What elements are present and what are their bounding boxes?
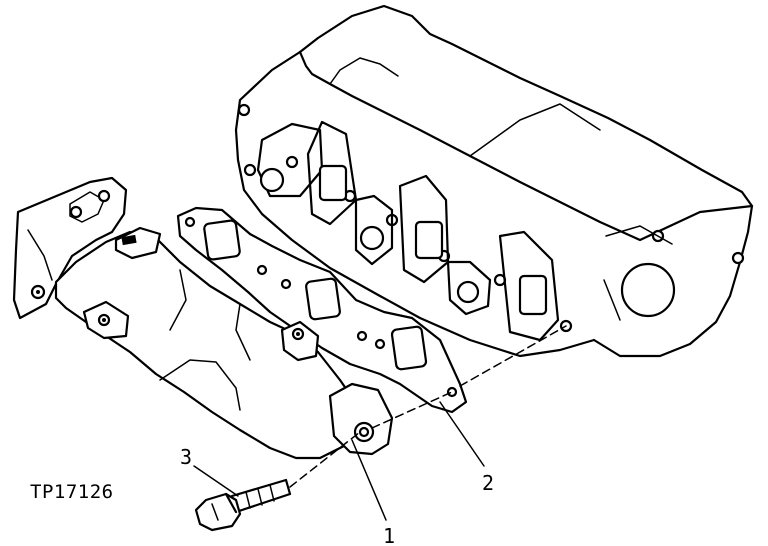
callout-3: 3: [180, 445, 192, 469]
callout-2: 2: [482, 471, 494, 495]
alignment-lines: [289, 325, 567, 488]
callout-1: 1: [383, 524, 395, 546]
leader-3: [193, 465, 239, 497]
manifold-gasket: [176, 206, 468, 414]
leader-1: [351, 439, 387, 521]
leader-lines: [193, 401, 485, 521]
cylinder-head: [234, 4, 754, 358]
figure-code: TP17126: [30, 481, 114, 503]
leader-2: [439, 401, 485, 467]
cap-screw: [194, 478, 292, 532]
